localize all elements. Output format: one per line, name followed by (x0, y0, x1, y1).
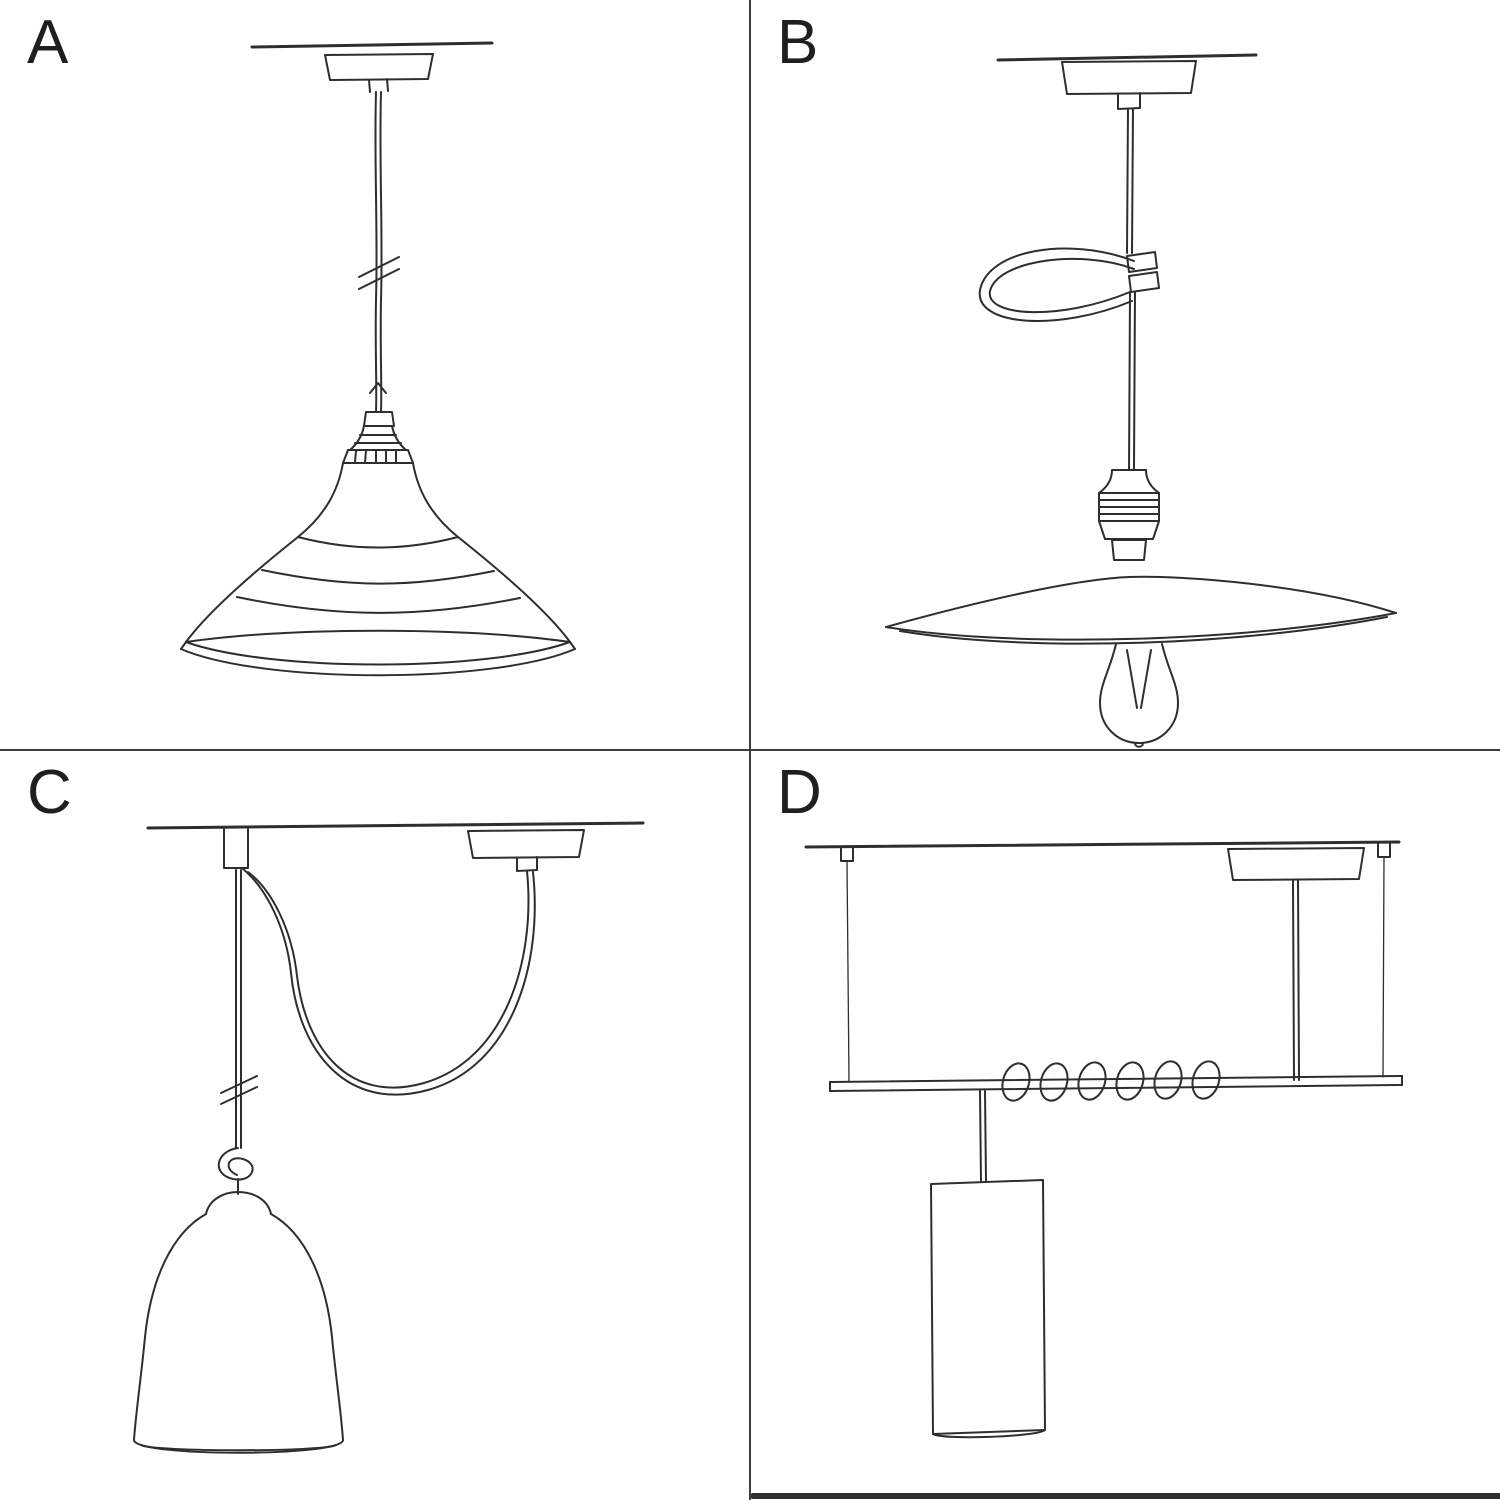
ceiling-hook (223, 827, 249, 869)
ceiling-line (804, 840, 1401, 849)
illustration-c-swag-pendant-bell-shade (133, 821, 645, 1454)
drop-cable (979, 1090, 987, 1183)
cable-with-shortening-loop (978, 108, 1160, 471)
ceiling-rose (1227, 847, 1365, 881)
coiled-cable (1001, 1060, 1221, 1102)
tube-shade (930, 1179, 1046, 1439)
panel-b-label: B (777, 8, 820, 77)
center-stem (1292, 879, 1300, 1081)
panel-c-label: C (27, 758, 73, 827)
horizontal-divider (0, 749, 1500, 751)
pendant-cable (358, 91, 400, 413)
ceiling-rose (467, 829, 585, 872)
swag-cable (220, 868, 536, 1149)
panel-c: C (0, 750, 750, 1500)
illustration-a-pendant-industrial-shade (180, 41, 576, 677)
panel-d: D (750, 750, 1500, 1500)
ceiling-line (250, 41, 494, 49)
ceiling-rose (1061, 60, 1197, 110)
ceiling-line (996, 53, 1258, 62)
cable-knot (217, 1147, 254, 1195)
ceiling-line (146, 821, 645, 830)
bell-shade (133, 1191, 344, 1454)
ceiling-rose (324, 53, 434, 93)
illustration-d-bar-suspension-tube-shade (750, 840, 1500, 1499)
industrial-bowl-shade (180, 462, 576, 677)
panel-a: A (0, 0, 750, 750)
panel-b: B (750, 0, 1500, 750)
light-bulb (1099, 643, 1179, 748)
lamp-holder (1098, 469, 1160, 561)
lamp-holder (342, 411, 414, 464)
panel-a-label: A (27, 8, 70, 77)
illustration-b-pendant-plate-shade-bulb (885, 53, 1397, 748)
panel-d-label: D (777, 758, 823, 827)
suspension-wires (840, 842, 1391, 1082)
flat-plate-shade (885, 575, 1397, 645)
